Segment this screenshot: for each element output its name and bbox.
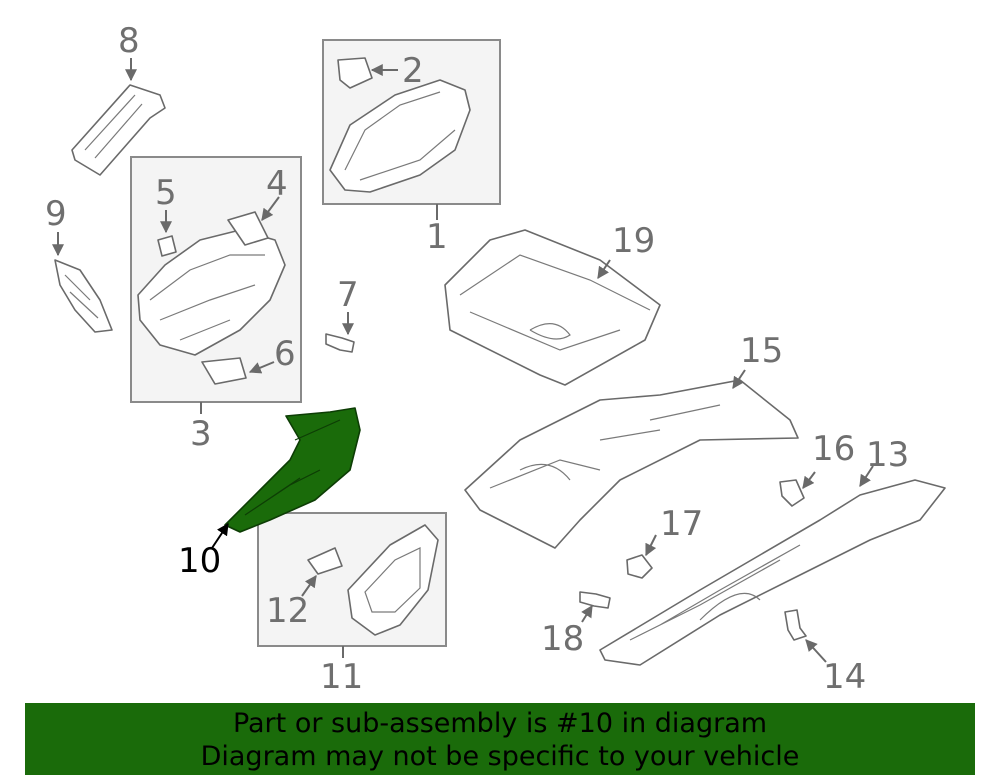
- callout-3: 3: [190, 414, 212, 454]
- callout-11: 11: [320, 657, 363, 697]
- callout-1: 1: [426, 217, 448, 257]
- part-13-console-trim: 13: [599, 435, 946, 666]
- part-8-trim-panel: 8: [71, 21, 166, 176]
- banner-line-1: Part or sub-assembly is #10 in diagram: [232, 708, 768, 739]
- part-17-nut: 17: [626, 504, 703, 579]
- callout-13: 13: [866, 435, 909, 475]
- callout-5: 5: [155, 173, 177, 213]
- part-7-screw: 7: [325, 275, 359, 353]
- part-16-clip: 16: [779, 429, 855, 507]
- callout-2: 2: [402, 51, 424, 91]
- assembly-11-box: 12 11: [257, 512, 447, 697]
- part-19-glove-box: 19: [444, 221, 661, 386]
- callout-8: 8: [118, 21, 140, 61]
- part-14-screw: 14: [784, 609, 866, 697]
- part-18-bolt: 18: [541, 591, 611, 659]
- info-banner: Part or sub-assembly is #10 in diagram D…: [25, 703, 975, 775]
- callout-16: 16: [812, 429, 855, 469]
- part-15-lower-panel: 15: [464, 331, 799, 549]
- callout-10: 10: [178, 541, 221, 581]
- assembly-3-box: 4 5 6 3: [130, 156, 302, 454]
- part-10-highlighted: 10: [178, 407, 361, 581]
- callout-6: 6: [274, 334, 296, 374]
- part-9-side-trim: 9: [45, 194, 113, 333]
- callout-17: 17: [660, 504, 703, 544]
- callout-7: 7: [337, 275, 359, 315]
- callout-19: 19: [612, 221, 655, 261]
- callout-14: 14: [823, 657, 866, 697]
- callout-12: 12: [266, 591, 309, 631]
- callout-4: 4: [266, 164, 288, 204]
- parts-diagram: 8 9 2 1 4 5 6 3 7: [45, 21, 946, 697]
- assembly-1-box: 2 1: [322, 39, 501, 257]
- callout-9: 9: [45, 194, 67, 234]
- callout-15: 15: [740, 331, 783, 371]
- callout-18: 18: [541, 619, 584, 659]
- banner-line-2: Diagram may not be specific to your vehi…: [200, 741, 800, 772]
